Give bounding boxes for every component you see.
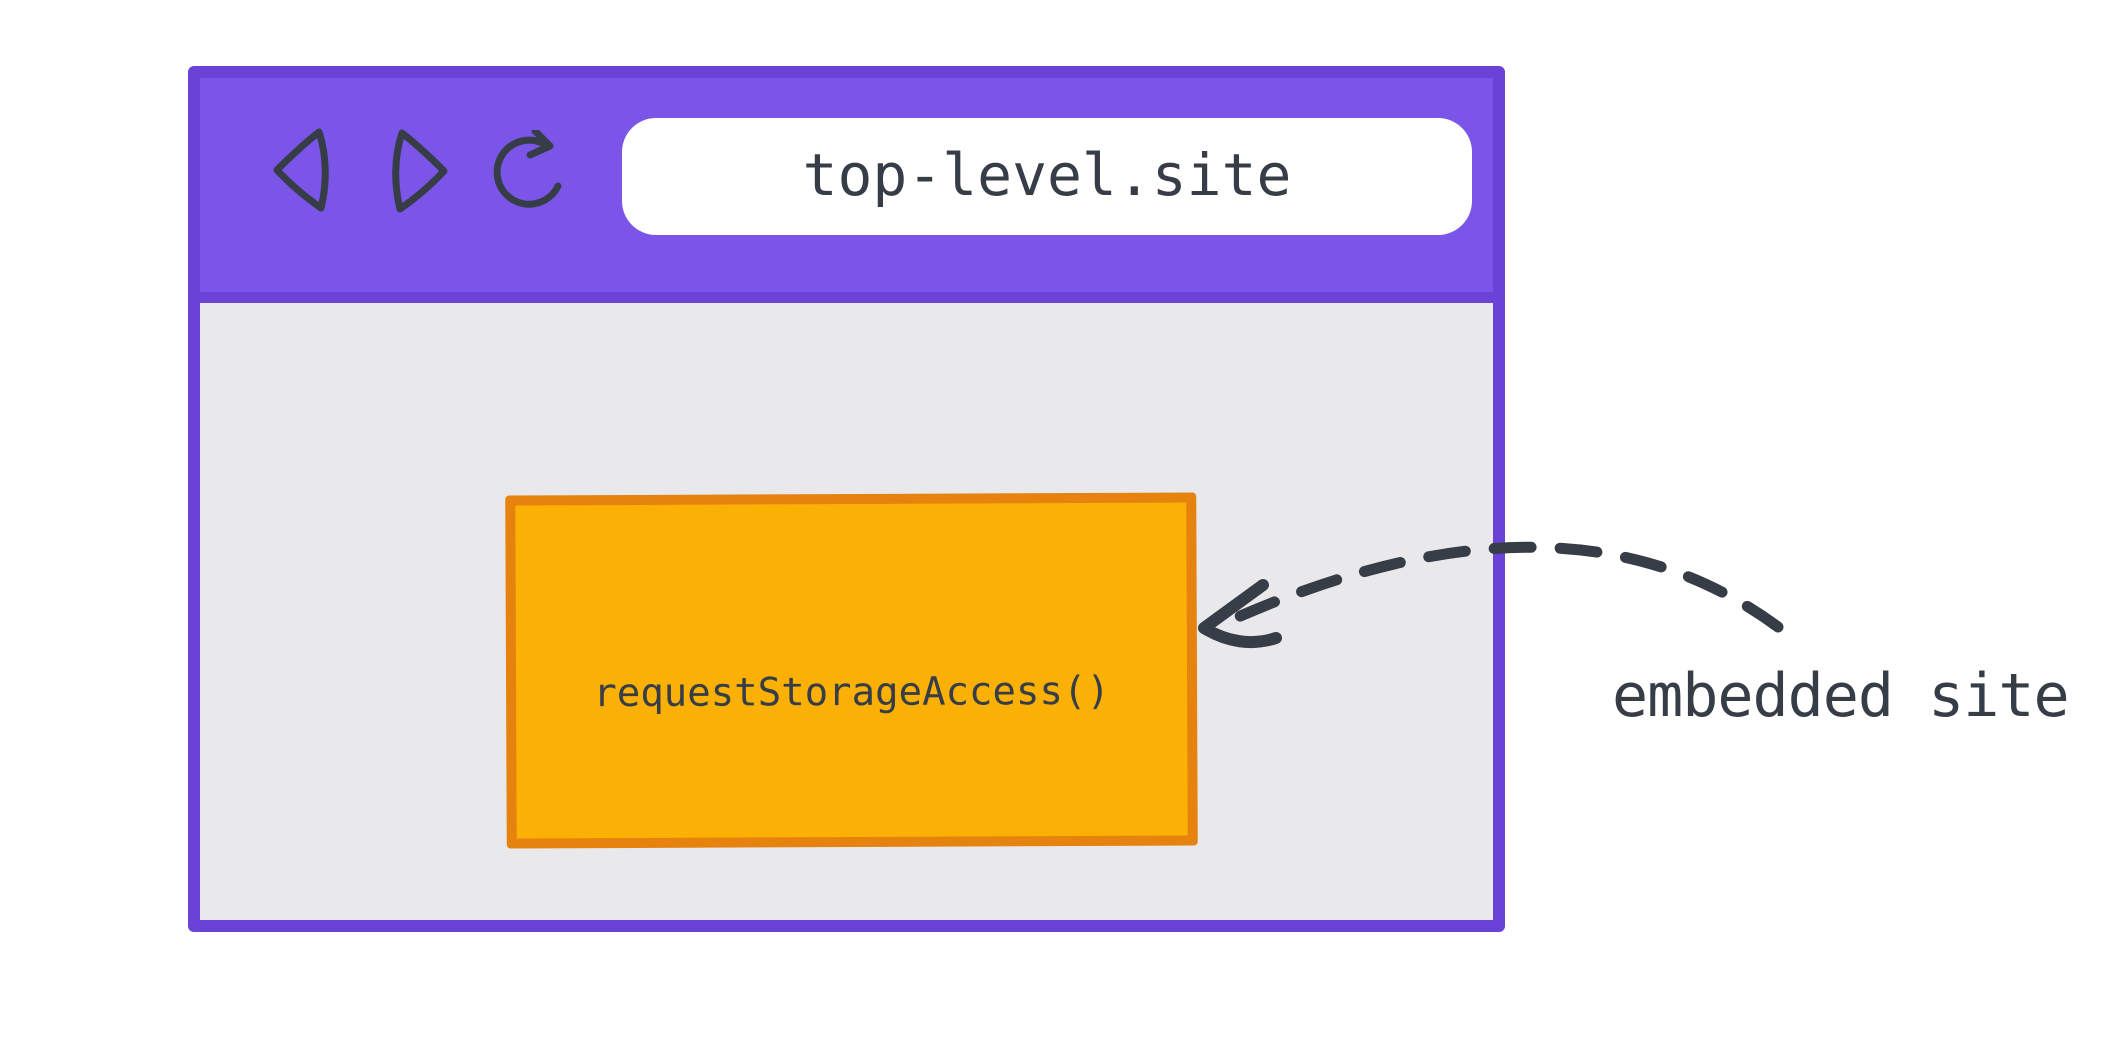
embedded-site-label: embedded site bbox=[1612, 661, 2070, 731]
back-icon[interactable] bbox=[273, 128, 333, 212]
request-storage-access-label: requestStorageAccess() bbox=[593, 668, 1110, 717]
address-bar[interactable]: top-level.site bbox=[622, 118, 1472, 235]
forward-icon[interactable] bbox=[388, 129, 448, 213]
browser-window: top-level.site requestStorageAccess() bbox=[188, 66, 1505, 932]
address-bar-url: top-level.site bbox=[802, 140, 1292, 209]
embedded-site-frame[interactable]: requestStorageAccess() bbox=[505, 492, 1198, 849]
browser-content-area: requestStorageAccess() bbox=[200, 303, 1493, 920]
browser-toolbar: top-level.site bbox=[200, 78, 1493, 303]
reload-icon[interactable] bbox=[488, 130, 570, 214]
